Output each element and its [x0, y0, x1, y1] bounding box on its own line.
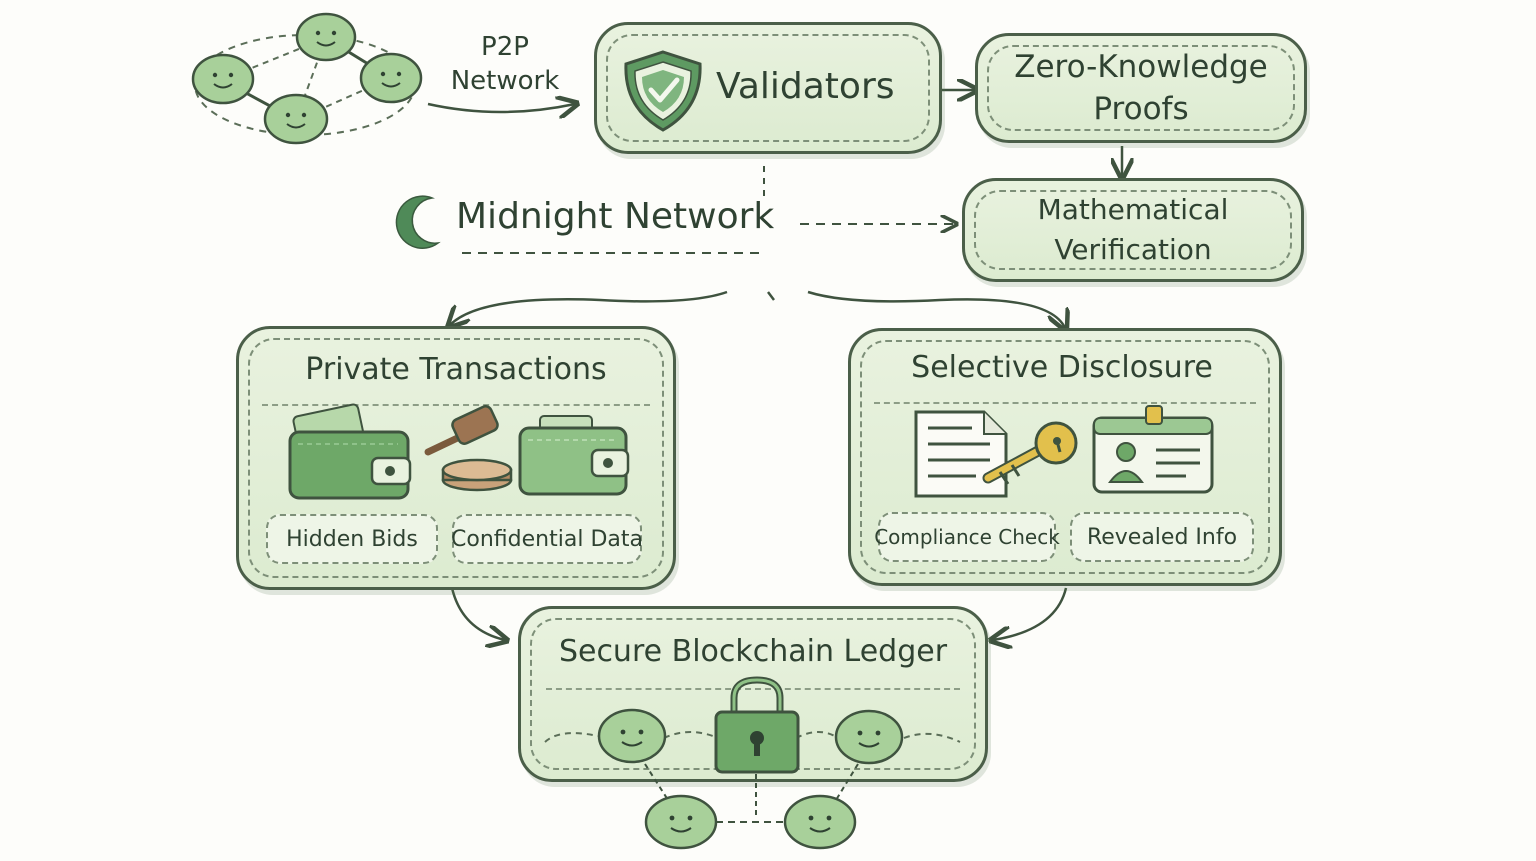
- confidential-data-chip[interactable]: Confidential Data: [451, 514, 643, 564]
- p2p-label-line1: P2P: [481, 32, 529, 62]
- node-smiley-icon: [295, 12, 357, 62]
- zkp-label-line2: Proofs: [1093, 91, 1189, 127]
- math-label: Mathematical Verification: [962, 190, 1304, 270]
- arrow-midnight-to-private: [450, 290, 728, 325]
- node-smiley-icon: [597, 708, 667, 764]
- node-smiley-icon: [834, 709, 904, 765]
- id-card-icon: [1092, 405, 1214, 494]
- zkp-box[interactable]: [975, 33, 1307, 143]
- selective-disclosure-title: Selective Disclosure: [911, 350, 1213, 385]
- node-smiley-icon: [783, 794, 857, 850]
- p2p-label: P2P Network: [440, 30, 570, 98]
- node-smiley-icon: [263, 93, 329, 145]
- tick-mark: [767, 291, 775, 301]
- padlock-icon: [714, 676, 800, 774]
- wallet-icon: [288, 403, 412, 500]
- ledger-divider: [546, 688, 960, 690]
- validators-label: Validators: [716, 66, 895, 107]
- math-verification-box[interactable]: [962, 178, 1304, 282]
- node-smiley-icon: [191, 53, 255, 105]
- math-label-line2: Verification: [1054, 233, 1212, 266]
- arrow-midnight-to-selective: [807, 290, 1065, 328]
- ledger-title: Secure Blockchain Ledger: [558, 634, 948, 669]
- node-smiley-icon: [644, 794, 718, 850]
- zkp-label-line1: Zero-Knowledge: [1014, 49, 1268, 85]
- key-icon: [982, 421, 1078, 485]
- private-transactions-title: Private Transactions: [305, 352, 607, 387]
- revealed-info-chip[interactable]: Revealed Info: [1070, 512, 1254, 562]
- wallet-icon: [518, 415, 630, 496]
- arrow-selective-to-ledger: [993, 587, 1068, 640]
- selective-divider: [874, 402, 1256, 404]
- arrow-private-to-ledger: [450, 587, 505, 640]
- compliance-check-chip[interactable]: Compliance Check: [874, 512, 1060, 562]
- node-smiley-icon: [359, 52, 423, 104]
- midnight-network-label: Midnight Network: [456, 196, 775, 237]
- hidden-bids-chip[interactable]: Hidden Bids: [266, 514, 438, 564]
- math-label-line1: Mathematical: [1037, 193, 1229, 226]
- arrow-p2p-to-validators: [427, 104, 575, 112]
- zkp-label: Zero-Knowledge Proofs: [975, 46, 1307, 130]
- p2p-label-line2: Network: [450, 66, 560, 96]
- gavel-icon: [424, 405, 513, 492]
- private-divider: [262, 404, 650, 406]
